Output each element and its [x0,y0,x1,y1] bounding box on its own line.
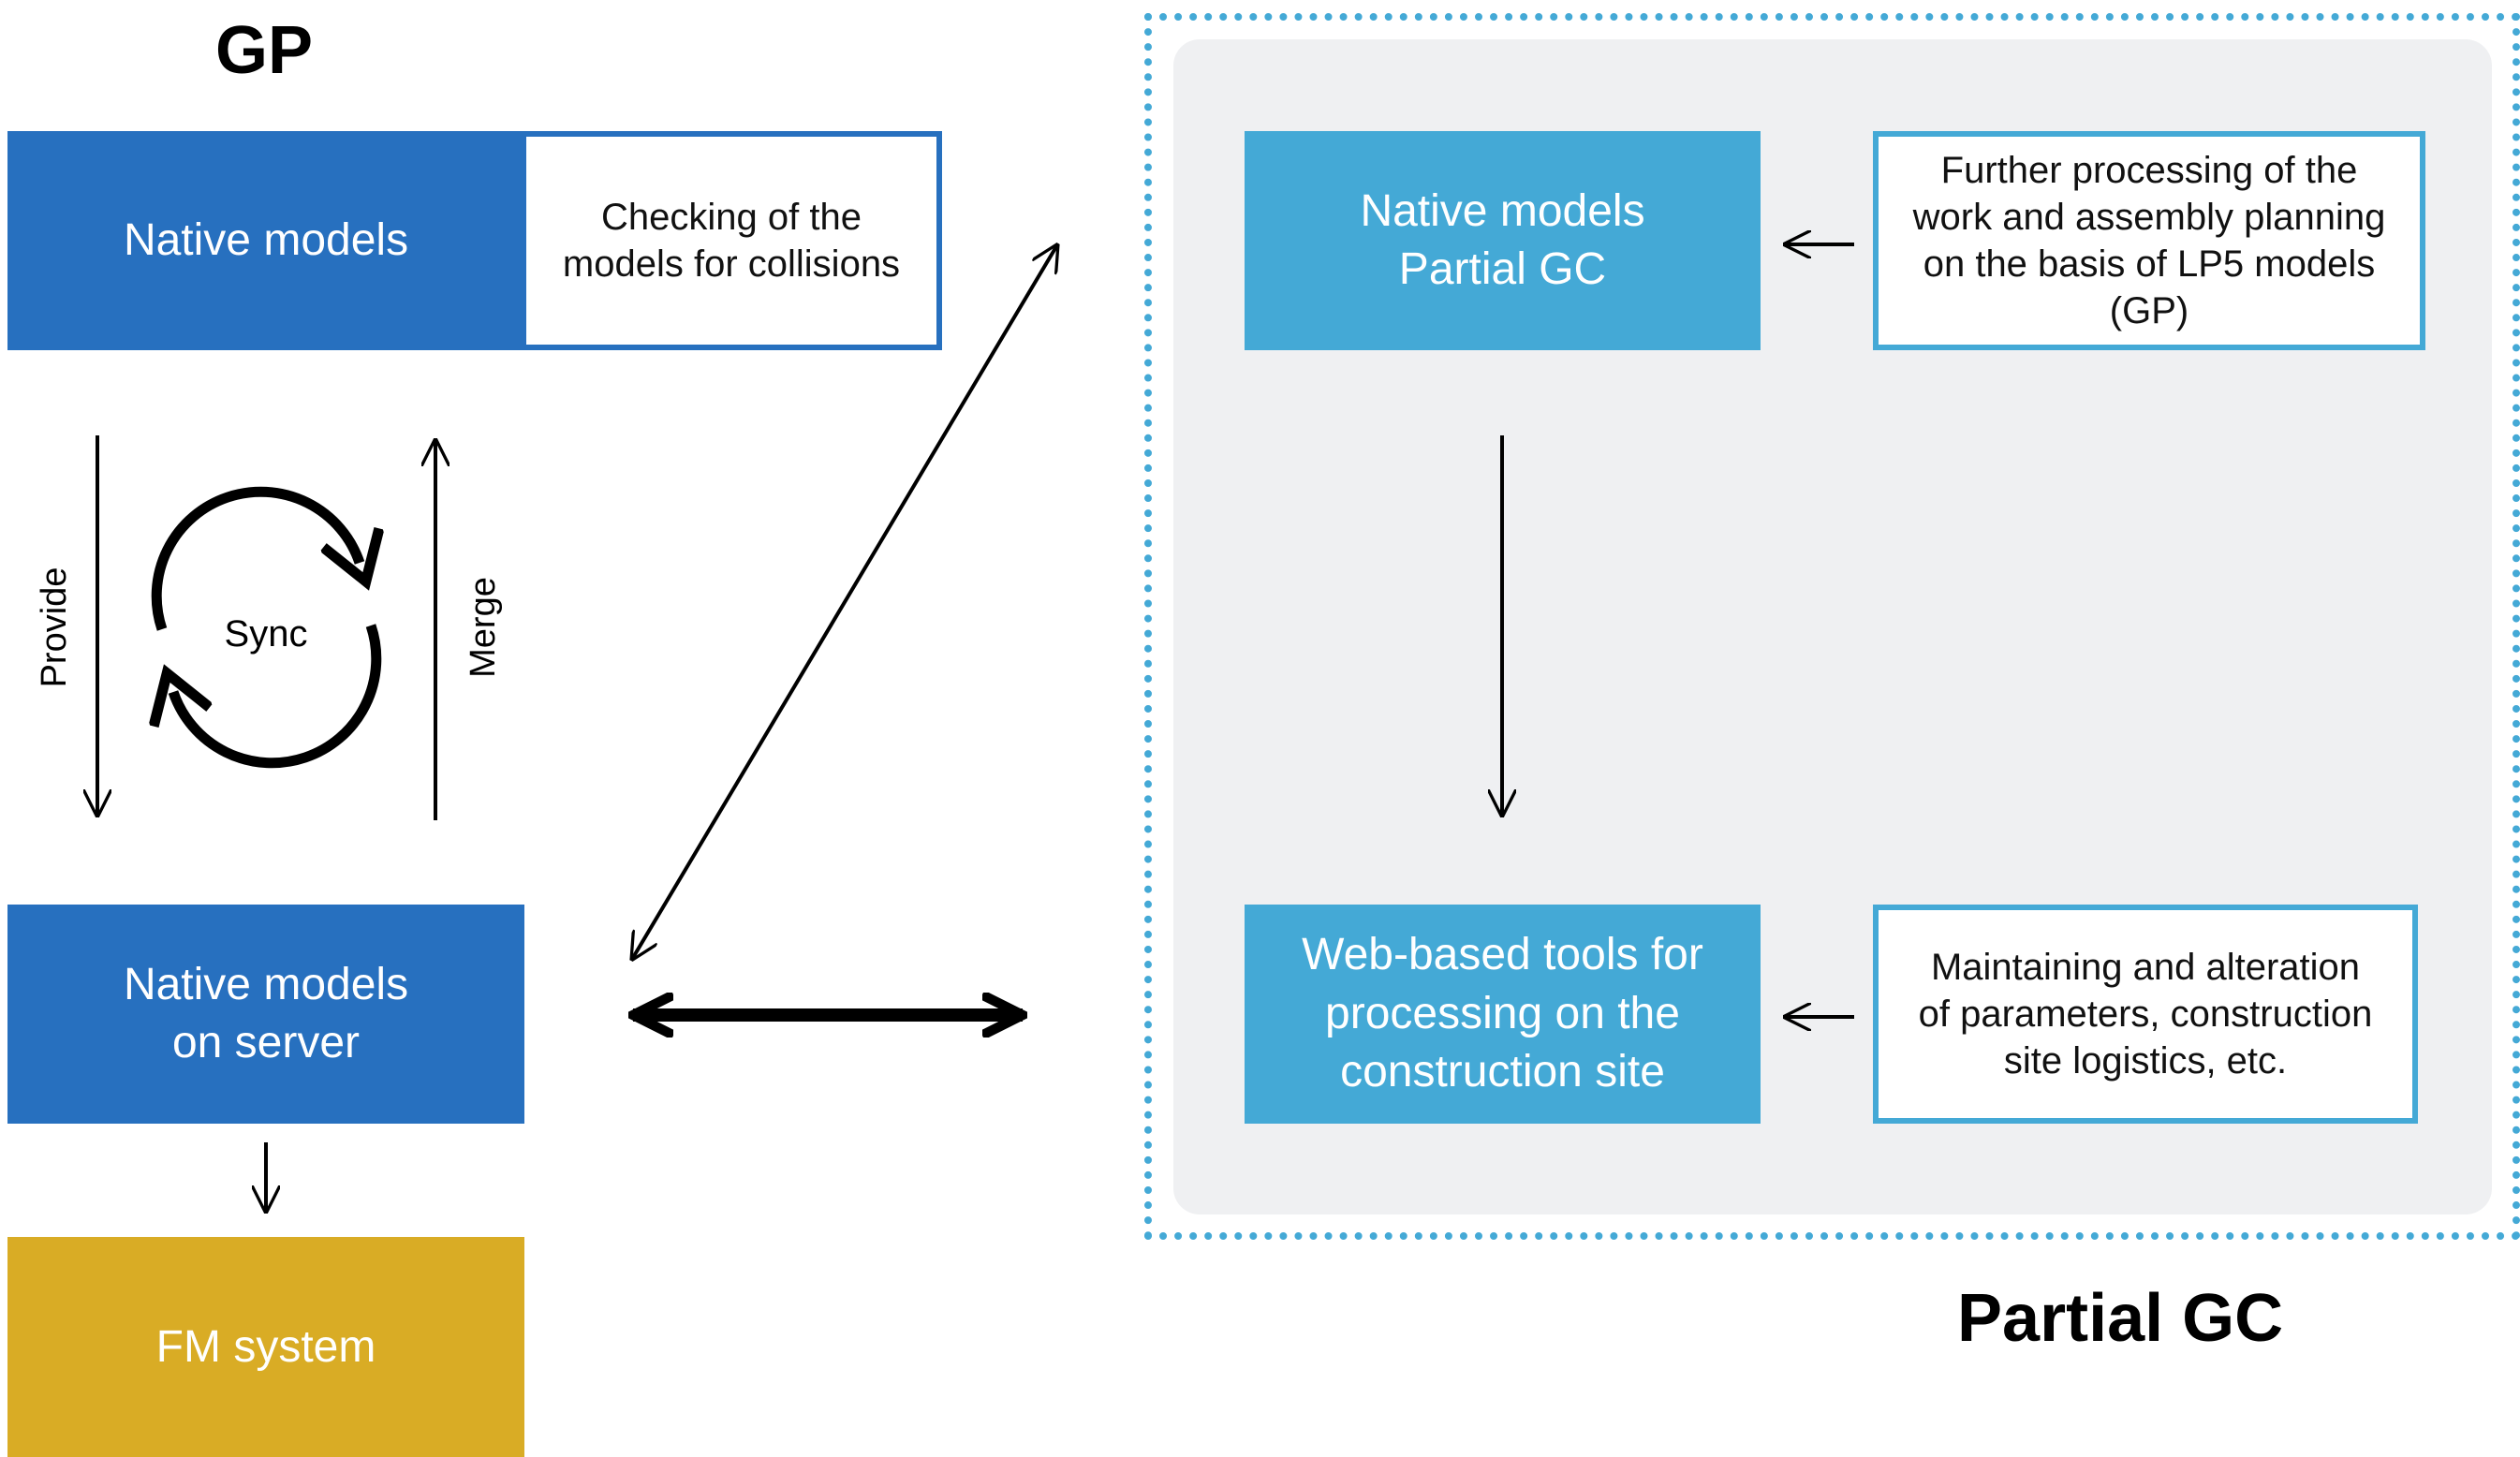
native-models-label: Native models [123,214,409,265]
gp-title: GP [215,13,314,88]
native-models-partial-gc-box: Native models Partial GC [1245,131,1761,350]
native-models-box: Native models [7,131,524,350]
sync-label: Sync [225,613,308,655]
provide-label: Provide [35,567,74,688]
partial-gc-title: Partial GC [1957,1281,2284,1356]
merge-label: Merge [464,577,503,678]
web-tools-box: Web-based tools for processing on the co… [1245,905,1761,1124]
web-tools-label: Web-based tools for processing on the co… [1302,930,1703,1097]
native-models-server-box: Native models on server [7,905,524,1124]
partial-gc-dotted-border [1144,13,2520,1240]
fm-system-label: FM system [155,1322,376,1372]
further-processing-box: Further processing of the work and assem… [1873,131,2425,350]
further-processing-label: Further processing of the work and assem… [1912,150,2386,331]
maintaining-box: Maintaining and alteration of parameters… [1873,905,2418,1124]
native-models-partial-gc-label: Native models Partial GC [1360,185,1645,294]
collision-server-double-arrow [631,243,1058,961]
fm-system-box: FM system [7,1237,524,1457]
maintaining-label: Maintaining and alteration of parameters… [1918,947,2373,1082]
sync-icon [156,486,376,769]
native-models-server-label: Native models on server [123,959,409,1067]
